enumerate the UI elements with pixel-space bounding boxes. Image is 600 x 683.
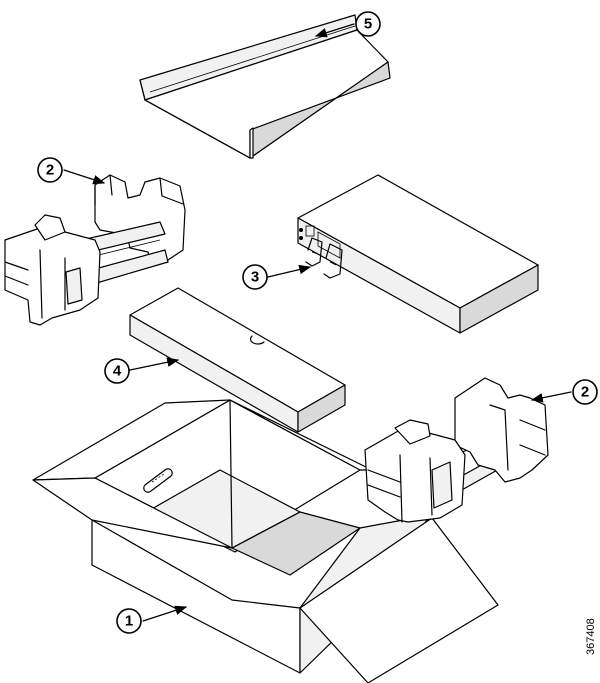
callout-2-left: 2 xyxy=(37,157,63,183)
accessory-tray xyxy=(139,14,391,159)
switch-chassis xyxy=(297,174,539,334)
accessory-box xyxy=(129,287,346,433)
callout-label: 5 xyxy=(364,16,372,33)
callout-label: 3 xyxy=(251,269,259,286)
callout-label: 2 xyxy=(46,162,54,179)
arrow-icon xyxy=(142,605,188,622)
arrow-icon xyxy=(267,264,312,278)
callout-label: 4 xyxy=(113,363,122,380)
callout-label: 1 xyxy=(125,613,133,630)
callout-2-right: 2 xyxy=(572,379,598,405)
foam-end-cap-left xyxy=(4,174,186,326)
callout-4: 4 xyxy=(104,358,130,384)
callout-5: 5 xyxy=(355,11,381,37)
shipping-carton xyxy=(32,399,499,683)
figure-id: 367408 xyxy=(585,618,597,655)
callout-label: 2 xyxy=(581,384,589,401)
arrow-icon xyxy=(314,23,355,38)
arrow-icon xyxy=(129,357,180,371)
callout-3: 3 xyxy=(242,264,268,290)
arrow-icon xyxy=(63,169,106,185)
callout-1: 1 xyxy=(116,608,142,634)
leader-lines xyxy=(63,23,572,622)
foam-end-cap-right xyxy=(364,377,549,523)
arrow-icon xyxy=(530,391,572,403)
